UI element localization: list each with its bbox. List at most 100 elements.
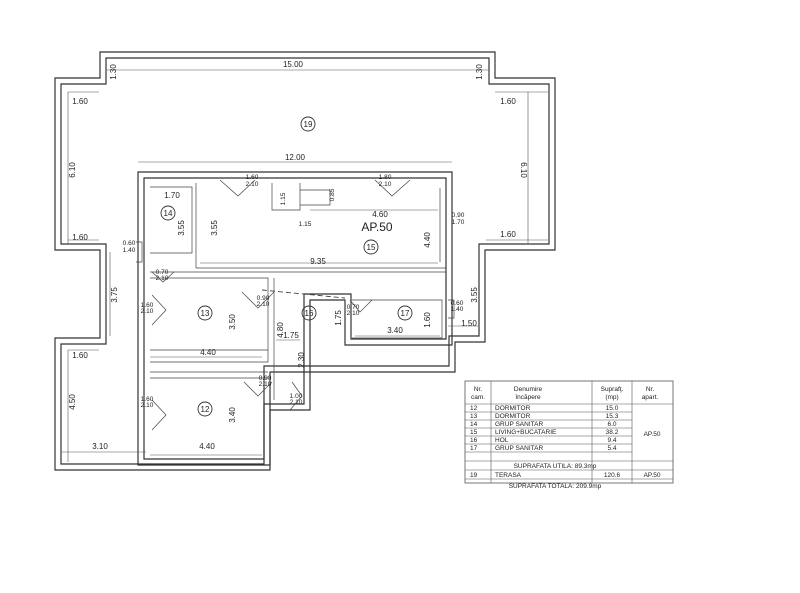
dim-door-16: 0.90	[257, 295, 270, 302]
room-14-marker: 14	[160, 205, 176, 221]
dim-room13-width: 4.40	[200, 348, 216, 357]
header-name-line2: încăpere	[514, 394, 541, 401]
dim-window1-sill: 2.10	[246, 181, 259, 188]
dim-door-14: 0.70	[156, 269, 169, 276]
room-17-number: 17	[401, 309, 410, 318]
row-name: GRUP SANITAR	[495, 445, 543, 452]
dim-window2: 1.80	[379, 174, 392, 181]
header-apart-line1: Nr.	[646, 386, 655, 393]
row-name: HOL	[495, 437, 509, 444]
room-14-number: 14	[164, 209, 173, 218]
dim-door-17: 0.70	[347, 304, 360, 311]
table-row: 17 GRUP SANITAR 5.4	[470, 445, 617, 452]
dim-door-16-h: 2.10	[257, 301, 270, 308]
row-area: 6.0	[607, 421, 616, 428]
header-nr-line1: Nr.	[474, 386, 483, 393]
dim-door-left: 0.60	[123, 240, 136, 247]
dim-room12-height: 3.40	[228, 407, 237, 423]
header-area-line2: (mp)	[605, 394, 618, 401]
dim-door-13: 1.60	[141, 302, 154, 309]
area-table: Nr. cam. Denumire încăpere Suprafţ. (mp)…	[464, 380, 674, 490]
row-nr: 14	[470, 421, 478, 428]
dim-right-mid-offset: 1.60	[500, 230, 516, 239]
row-area: 15.3	[606, 413, 619, 420]
dim-door-right: 0.90	[452, 212, 465, 219]
dim-door-left-h: 1.40	[123, 247, 136, 254]
row-name: LIVING+BUCATARIE	[495, 429, 557, 436]
dim-hall-length: 4.80	[276, 322, 285, 338]
dim-right-step: 1.50	[461, 319, 477, 328]
dim-right-terrace-height: 6.10	[519, 162, 528, 178]
dim-right-upper-offset: 1.60	[500, 97, 516, 106]
room-19-marker: 19	[300, 116, 316, 132]
useful-area: SUPRAFATA UTILA: 89.3mp	[514, 463, 597, 470]
dim-living-length: 9.35	[310, 257, 326, 266]
room-17-marker: 17	[397, 305, 413, 321]
room-15-number: 15	[367, 243, 376, 252]
dimension-lines	[62, 69, 548, 462]
dim-bottom-left-width: 3.10	[92, 442, 108, 451]
dim-top-width: 15.00	[283, 60, 304, 69]
table-row: 14 GRUP SANITAR 6.0	[470, 421, 617, 428]
table-header: Nr. cam. Denumire încăpere Suprafţ. (mp)…	[471, 386, 659, 401]
table-row: 15 LIVING+BUCATARIE 38.2	[470, 429, 619, 436]
dim-left-mid-offset: 1.60	[72, 233, 88, 242]
row-name: DORMITOR	[495, 413, 531, 420]
header-nr-line2: cam.	[471, 394, 485, 401]
row-nr: 17	[470, 445, 478, 452]
row-area: 5.4	[607, 445, 616, 452]
dim-niche-w: 1.15	[299, 221, 312, 228]
row-area: 15.0	[606, 405, 619, 412]
header-area-line1: Suprafţ.	[601, 386, 624, 393]
door-swings	[136, 179, 455, 431]
dim-room13-height: 3.50	[228, 314, 237, 330]
dim-door-17-h: 2.10	[347, 310, 360, 317]
room-19-number: 19	[304, 120, 313, 129]
dim-living-height: 4.40	[423, 232, 432, 248]
apartment-walls	[137, 171, 453, 466]
apart-value: AP.50	[644, 431, 661, 438]
dim-door-right-h: 1.70	[452, 219, 465, 226]
dim-window-17-h: 1.40	[451, 306, 464, 313]
row-nr: 12	[470, 405, 478, 412]
table-row: 12 DORMITOR 15.0	[470, 405, 619, 412]
row-name: GRUP SANITAR	[495, 421, 543, 428]
room-13-number: 13	[201, 309, 210, 318]
row-area: 38.2	[606, 429, 619, 436]
dim-door-13-h: 2.10	[141, 308, 154, 315]
dim-door-hall: 1.00	[290, 393, 303, 400]
dim-door-12b-h: 2.10	[141, 402, 154, 409]
room-16-number: 16	[305, 309, 314, 318]
dim-room17-width: 3.40	[387, 326, 403, 335]
row-name: DORMITOR	[495, 405, 531, 412]
dim-hall-lower: 2.30	[297, 352, 306, 368]
dim-hall-width: 1.75	[283, 331, 299, 340]
dim-top-right-offset: 1.30	[475, 64, 484, 80]
dimension-labels: 15.00 1.30 1.30 1.60 1.60 6.10 6.10 12.0…	[68, 60, 528, 451]
dim-left-lower-offset: 1.60	[72, 351, 88, 360]
room-12-marker: 12	[197, 401, 213, 417]
dim-hall-height: 3.55	[210, 220, 219, 236]
header-apart-line2: apart.	[642, 394, 659, 401]
header-name-line1: Denumire	[514, 386, 543, 393]
room-13-marker: 13	[197, 305, 213, 321]
dim-window2-sill: 2.10	[379, 181, 392, 188]
table-row: 16 HOL 9.4	[470, 437, 617, 444]
dim-left-upper-offset: 1.60	[72, 97, 88, 106]
room-markers: 19 14 15 13 16 17 12	[160, 116, 413, 417]
dim-left-lower-height: 3.75	[110, 287, 119, 303]
dim-room14-width: 1.70	[164, 191, 180, 200]
terrace-row: 19 TERASA 120.6 AP.50	[470, 472, 661, 479]
dim-living-width: 4.60	[372, 210, 388, 219]
dim-door-14-h: 2.10	[156, 275, 169, 282]
row-nr: 15	[470, 429, 478, 436]
room-15-marker: 15	[363, 239, 379, 255]
dim-right-lower-height: 3.55	[470, 287, 479, 303]
dim-niche-depth: 0.85	[329, 188, 336, 201]
dim-door-12-h: 2.10	[259, 381, 272, 388]
terrace-outline	[54, 51, 556, 471]
dim-niche-h: 1.15	[280, 192, 287, 205]
dim-room17-depth: 1.75	[334, 310, 343, 326]
row-nr: 16	[470, 437, 478, 444]
